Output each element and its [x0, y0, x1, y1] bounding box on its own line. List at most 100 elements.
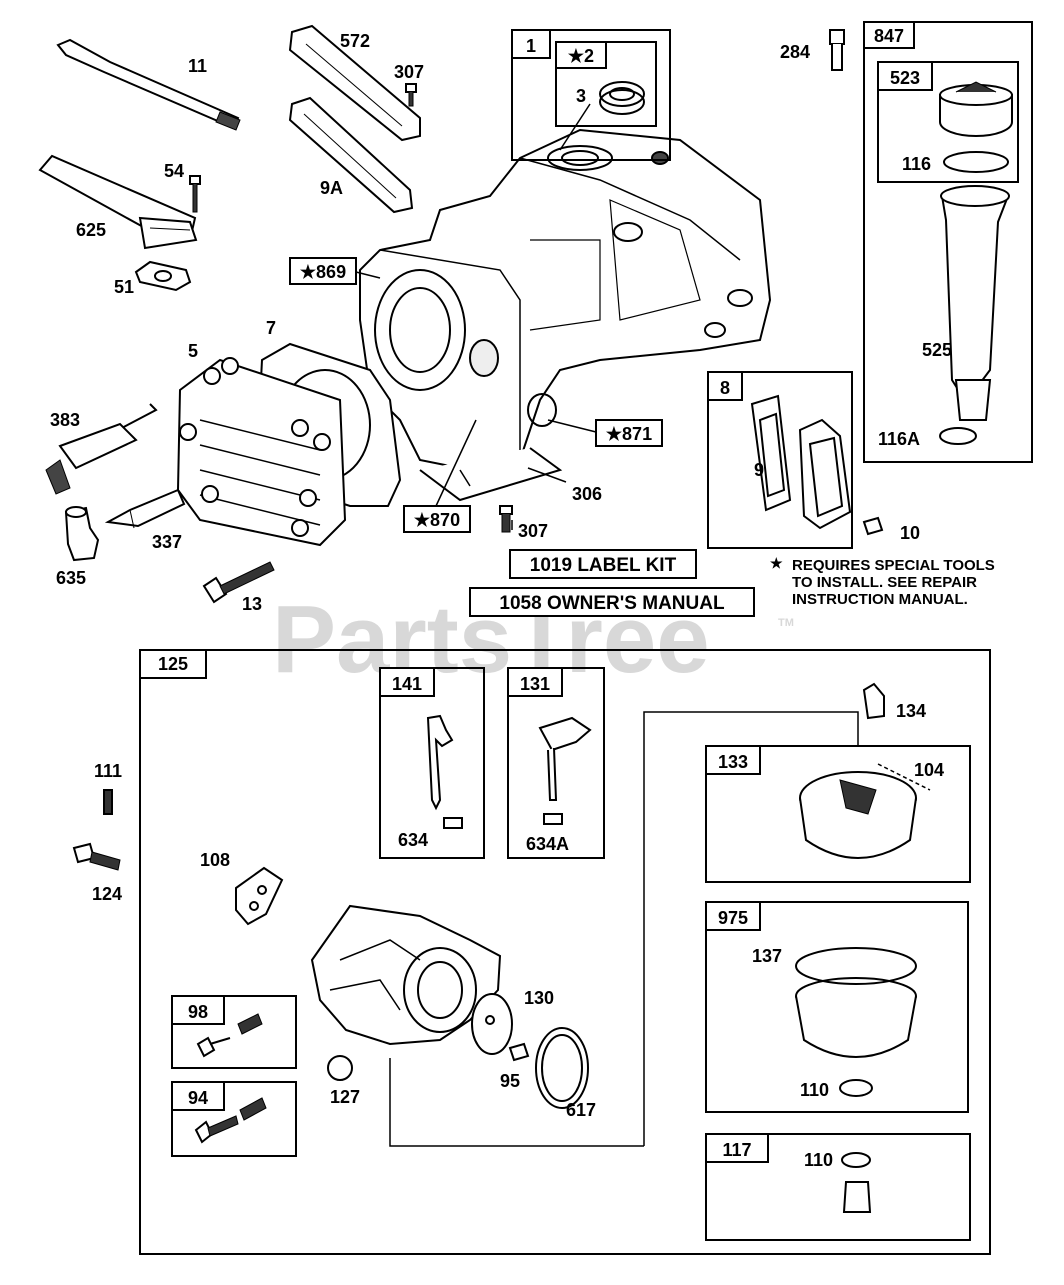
part-label-525: 525 — [922, 340, 952, 360]
box-label-133: 133 — [718, 752, 748, 772]
plug-part-127 — [327, 1055, 353, 1081]
kit-box-133 — [705, 745, 971, 883]
part-label-337: 337 — [152, 532, 182, 552]
box-label-141: 141 — [392, 674, 422, 694]
part-label-134: 134 — [896, 701, 926, 721]
float-lever-part-141 — [426, 714, 463, 829]
float-part-131 — [538, 716, 592, 825]
kit-box-975 — [705, 901, 969, 1113]
kit-box-523 — [877, 61, 1019, 183]
kit-box-94 — [171, 1081, 297, 1157]
box-label-131: 131 — [520, 674, 550, 694]
part-label-10: 10 — [900, 523, 920, 543]
plug-part-284 — [829, 29, 845, 71]
spark-plug-boot-part-635 — [64, 506, 100, 562]
part-label-110-a: 110 — [800, 1080, 829, 1100]
box-label-871: ★871 — [606, 424, 652, 444]
cylinder-head-part-5 — [176, 357, 347, 547]
bowl-nut-part-117 — [841, 1152, 872, 1213]
o-ring-part-617 — [535, 1027, 589, 1109]
dipstick-tube-part-525 — [940, 185, 1010, 421]
part-label-95: 95 — [500, 1071, 520, 1091]
kit-box-125 — [139, 649, 991, 1255]
bolt-part-13 — [202, 561, 275, 604]
box-label-523: 523 — [890, 68, 920, 88]
kit-box-8 — [707, 371, 853, 549]
part-label-3: 3 — [576, 86, 586, 106]
box-label-117: 117 — [722, 1140, 751, 1160]
part-label-9A: 9A — [320, 178, 343, 198]
kit-box-847 — [863, 21, 1033, 463]
box-label-847: 847 — [874, 26, 904, 46]
part-label-625: 625 — [76, 220, 106, 240]
part-label-130: 130 — [524, 988, 554, 1008]
needle-part-134 — [862, 682, 885, 720]
owners-manual-note: 1058 OWNER'S MANUAL — [499, 593, 725, 614]
part-label-11: 11 — [188, 56, 207, 76]
spark-plug-tool-part-383 — [45, 403, 158, 495]
screw-part-124 — [72, 842, 121, 871]
special-tools-line-3: INSTRUCTION MANUAL. — [792, 591, 968, 608]
part-10 — [862, 516, 884, 536]
part-label-306: 306 — [572, 484, 602, 504]
part-label-617: 617 — [566, 1100, 596, 1120]
o-ring-part-116 — [943, 151, 1009, 173]
part-label-284: 284 — [780, 42, 810, 62]
box-label-975: 975 — [718, 908, 748, 928]
screw-part-54 — [189, 175, 201, 213]
float-part-133 — [799, 763, 931, 859]
part-label-111: 111 — [94, 761, 122, 781]
part-label-54: 54 — [164, 161, 184, 181]
part-label-137: 137 — [752, 946, 782, 966]
gasket-part-306 — [419, 447, 563, 502]
box-label-869: ★869 — [300, 262, 346, 282]
box-label-8: 8 — [720, 378, 730, 398]
o-ring-part-116A — [939, 427, 977, 445]
part-label-572: 572 — [340, 31, 370, 51]
spring-part-111 — [103, 789, 113, 815]
part-label-9: 9 — [754, 460, 764, 480]
breather-gasket-part-572 — [288, 24, 421, 142]
screw-part-307-bottom — [499, 505, 513, 533]
box-label-2: ★2 — [568, 46, 594, 66]
box-label-1: 1 — [526, 36, 536, 56]
kit-box-98 — [171, 995, 297, 1069]
breather-kit-gaskets-part-8 — [750, 394, 852, 530]
kit-box-1 — [511, 29, 671, 161]
dipstick-cap-part-523 — [939, 81, 1013, 137]
part-label-634A: 634A — [526, 834, 569, 854]
box-label-98: 98 — [188, 1002, 208, 1022]
part-label-635: 635 — [56, 568, 86, 588]
screw-spring-part-94 — [194, 1097, 267, 1144]
screw-spring-part-98 — [196, 1013, 263, 1058]
special-tools-line-2: TO INSTALL. SEE REPAIR — [792, 574, 977, 591]
engine-block-part-1 — [359, 128, 772, 472]
watermark-trademark: TM — [778, 617, 794, 629]
part-label-116A: 116A — [878, 429, 920, 449]
screw-part-307-top — [405, 83, 417, 107]
label-kit-note: 1019 LABEL KIT — [530, 555, 677, 576]
part-label-7: 7 — [266, 318, 276, 338]
breather-gasket-part-9A — [288, 96, 414, 214]
box-label-125: 125 — [158, 654, 188, 674]
part-label-127: 127 — [330, 1087, 360, 1107]
part-label-110-b: 110 — [804, 1150, 833, 1170]
part-label-104: 104 — [914, 760, 944, 780]
gasket-part-130 — [471, 993, 513, 1055]
spark-plug-part-337 — [104, 488, 186, 529]
part-label-51: 51 — [114, 277, 134, 297]
part-label-108: 108 — [200, 850, 230, 870]
special-tools-star: ★ — [770, 555, 783, 571]
plate-part-108 — [235, 866, 284, 926]
box-label-94: 94 — [188, 1088, 208, 1108]
special-tools-line-1: REQUIRES SPECIAL TOOLS — [792, 557, 995, 574]
part-label-13: 13 — [242, 594, 262, 614]
part-label-307-top: 307 — [394, 62, 424, 82]
box-label-870: ★870 — [414, 510, 460, 530]
float-bowl-part-975 — [795, 947, 917, 1097]
part-label-634: 634 — [398, 830, 428, 850]
part-label-124: 124 — [92, 884, 122, 904]
part-95 — [508, 1042, 530, 1062]
